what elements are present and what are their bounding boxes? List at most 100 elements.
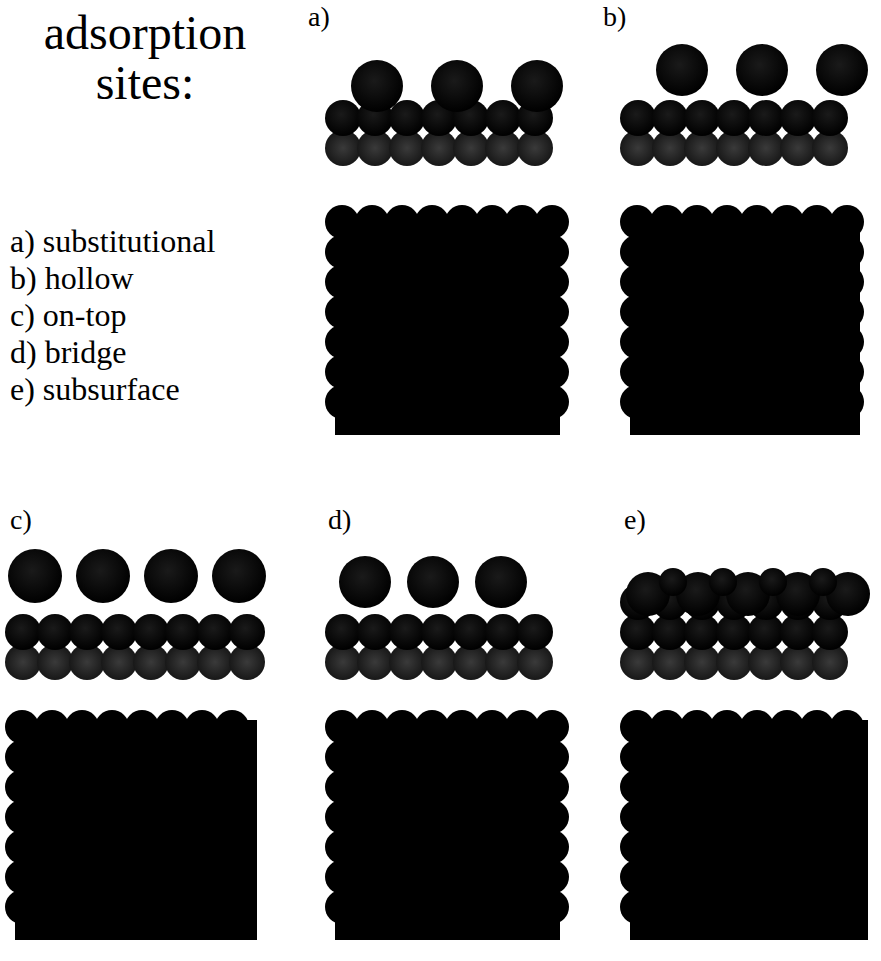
atom xyxy=(125,860,159,894)
atom xyxy=(101,614,137,650)
atom xyxy=(165,614,201,650)
atom xyxy=(215,890,249,924)
atom xyxy=(133,614,169,650)
atom xyxy=(709,568,737,596)
atom xyxy=(740,830,774,864)
atom xyxy=(505,890,539,924)
atom xyxy=(770,830,804,864)
atom xyxy=(415,890,449,924)
atom xyxy=(355,265,389,299)
atom xyxy=(445,325,479,359)
atom xyxy=(800,385,834,419)
atom xyxy=(325,205,359,239)
site-list-item: b) hollow xyxy=(10,262,134,296)
atom xyxy=(385,355,419,389)
atom xyxy=(716,100,752,136)
atom xyxy=(415,830,449,864)
atom xyxy=(155,800,189,834)
atom xyxy=(680,860,714,894)
atom xyxy=(185,890,219,924)
atom xyxy=(770,205,804,239)
panel-letter: a) xyxy=(308,2,330,31)
atom xyxy=(385,325,419,359)
atom xyxy=(830,710,864,744)
atom xyxy=(800,800,834,834)
atom xyxy=(65,890,99,924)
atom xyxy=(415,265,449,299)
atom xyxy=(355,355,389,389)
atom xyxy=(680,355,714,389)
atom xyxy=(740,710,774,744)
atom xyxy=(475,740,509,774)
atom xyxy=(770,235,804,269)
atom xyxy=(620,740,654,774)
atom xyxy=(385,770,419,804)
atom xyxy=(445,710,479,744)
atom xyxy=(325,385,359,419)
atom xyxy=(385,385,419,419)
atom xyxy=(65,740,99,774)
atom xyxy=(325,740,359,774)
atom xyxy=(35,710,69,744)
atom xyxy=(809,568,837,596)
atom xyxy=(800,890,834,924)
atom xyxy=(475,205,509,239)
atom xyxy=(505,830,539,864)
atom xyxy=(212,549,266,603)
atom xyxy=(5,860,39,894)
atom xyxy=(445,295,479,329)
atom xyxy=(652,100,688,136)
atom xyxy=(800,860,834,894)
atom xyxy=(830,890,864,924)
atom xyxy=(650,235,684,269)
atom xyxy=(710,830,744,864)
atom xyxy=(125,710,159,744)
atom xyxy=(197,614,233,650)
surface-top-view xyxy=(630,720,868,940)
atom xyxy=(535,800,569,834)
atom xyxy=(125,830,159,864)
atom xyxy=(710,710,744,744)
atom xyxy=(445,740,479,774)
atom xyxy=(185,800,219,834)
atom xyxy=(680,325,714,359)
atom xyxy=(505,205,539,239)
atom xyxy=(5,800,39,834)
atom xyxy=(35,800,69,834)
atom xyxy=(620,890,654,924)
atom xyxy=(830,860,864,894)
atom xyxy=(389,100,425,136)
atom xyxy=(215,800,249,834)
atom xyxy=(710,890,744,924)
atom xyxy=(517,614,553,650)
atom xyxy=(800,205,834,239)
atom xyxy=(620,830,654,864)
atom xyxy=(505,800,539,834)
panel-letter: e) xyxy=(624,505,646,534)
atom xyxy=(800,295,834,329)
atom xyxy=(5,890,39,924)
atom xyxy=(185,860,219,894)
atom xyxy=(475,265,509,299)
atom xyxy=(155,860,189,894)
atom xyxy=(740,800,774,834)
atom xyxy=(505,325,539,359)
atom xyxy=(445,800,479,834)
atom xyxy=(415,325,449,359)
atom xyxy=(5,614,41,650)
atom xyxy=(535,205,569,239)
title: adsorption sites: xyxy=(5,8,285,109)
atom xyxy=(35,770,69,804)
atom xyxy=(830,800,864,834)
atom xyxy=(355,740,389,774)
atom xyxy=(650,265,684,299)
atom xyxy=(535,235,569,269)
atom xyxy=(355,235,389,269)
atom xyxy=(95,800,129,834)
atom xyxy=(505,770,539,804)
atom xyxy=(505,740,539,774)
surface-top-view xyxy=(335,215,560,435)
atom xyxy=(770,740,804,774)
atom xyxy=(95,830,129,864)
